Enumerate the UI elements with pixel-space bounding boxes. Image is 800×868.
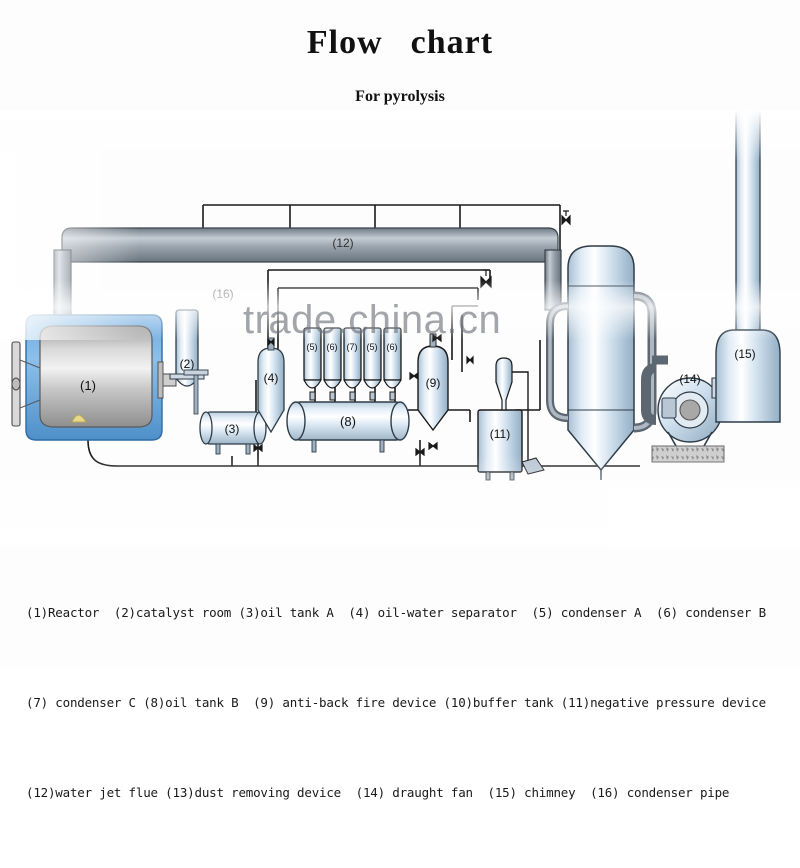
condenser-c: (7) [343,327,363,401]
anti-back-fire-device: (9) [417,333,449,432]
link-9-up [451,305,478,360]
callout-6a: (6) [327,342,338,352]
bottom-trunk-pipe [87,439,640,467]
condenser-a-1: (5) [303,327,323,401]
fan-legs [667,431,713,447]
legend-line-2: (7) condenser C (8)oil tank B (9) anti-b… [26,695,766,710]
legend-block: (1)Reactor (2)catalyst room (3)oil tank … [26,538,786,868]
callout-2: (2) [180,357,195,371]
legend-line-3: (12)water jet flue (13)dust removing dev… [26,785,730,800]
callout-6b: (6) [387,342,398,352]
condenser-b-1: (6) [323,327,343,401]
chimney: (15) [715,110,781,423]
callout-7: (7) [347,342,358,352]
condenser-b-2: (6) [383,327,403,401]
callout-8: (8) [340,414,356,429]
oil-tank-b: (8) [286,401,410,453]
flow-chart-page: Flow chart For pyrolysis [0,24,800,800]
callout-5a: (5) [307,342,318,352]
callout-14: (14) [679,372,700,386]
chimney-stack [735,110,761,331]
tank-a-vent-standpipe [183,369,209,415]
callout-11: (11) [490,427,510,441]
callout-16: (16) [212,287,233,301]
page-title-word2: chart [410,24,494,61]
draught-fan: (14) [641,363,729,463]
callout-9: (9) [426,376,441,390]
callout-15: (15) [734,347,755,361]
oil-tank-a: (3) [199,411,267,455]
condenser-bank: (5) (6) (7) (5) [303,327,403,401]
page-subtitle: For pyrolysis [355,88,445,105]
callout-1: (1) [80,378,96,393]
callout-3: (3) [225,422,240,436]
negative-pressure-device: (11) [477,357,545,481]
fan-foundation [651,445,725,463]
chimney-base [715,329,781,423]
process-flow-diagram: (1) (2) (3) (4) [11,110,781,481]
page-title: Flow chart [0,24,800,62]
legend-line-1: (1)Reactor (2)catalyst room (3)oil tank … [26,605,766,620]
dust-removing-device [546,245,668,480]
fan-inlet [661,397,677,419]
reactor-unit: (1) [11,314,177,441]
callout-4: (4) [264,371,279,385]
page-title-word1: Flow [306,24,383,61]
callout-5b: (5) [367,342,378,352]
fan-hub [679,399,701,421]
condenser-a-2: (5) [363,327,383,401]
callout-12: (12) [332,236,353,250]
oil-water-separator: (4) [257,337,285,434]
